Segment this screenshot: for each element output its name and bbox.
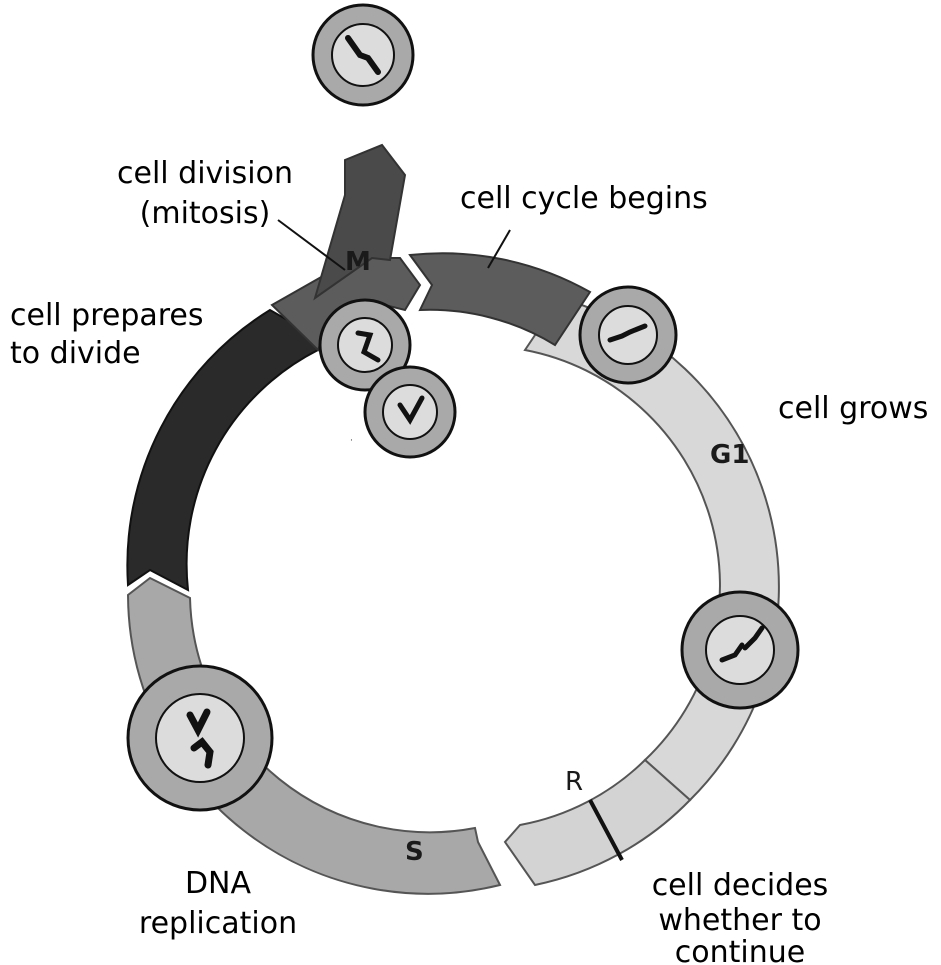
r-checkpoint-label: R bbox=[565, 767, 583, 797]
cell-g1-start bbox=[580, 287, 676, 383]
label-cell-division: cell division bbox=[117, 156, 293, 191]
r-checkpoint-arc bbox=[505, 760, 690, 885]
label-decides-line2: whether to bbox=[658, 903, 821, 938]
label-mitosis: (mitosis) bbox=[140, 196, 271, 231]
label-decides-line1: cell decides bbox=[652, 868, 829, 903]
label-prepares-line1: cell prepares bbox=[10, 298, 204, 333]
cell-s-phase bbox=[128, 666, 272, 810]
label-decides-line3: continue bbox=[675, 935, 805, 965]
label-cell-grows: cell grows bbox=[778, 391, 928, 426]
daughter-cell-top bbox=[313, 5, 413, 105]
m-phase-label: M bbox=[345, 247, 371, 277]
dividing-cell bbox=[320, 300, 455, 457]
label-dna: DNA bbox=[185, 866, 252, 901]
g1-phase-label: G1 bbox=[710, 440, 749, 470]
label-cycle-begins: cell cycle begins bbox=[460, 181, 708, 216]
cycle-begins-arc bbox=[410, 253, 590, 345]
label-prepares-line2: to divide bbox=[10, 336, 141, 371]
label-replication: replication bbox=[139, 906, 297, 941]
stray-mark: · bbox=[350, 436, 353, 446]
s-phase-label: S bbox=[405, 837, 424, 867]
g2-phase-arc bbox=[127, 310, 318, 590]
cell-g1-grown bbox=[682, 592, 798, 708]
